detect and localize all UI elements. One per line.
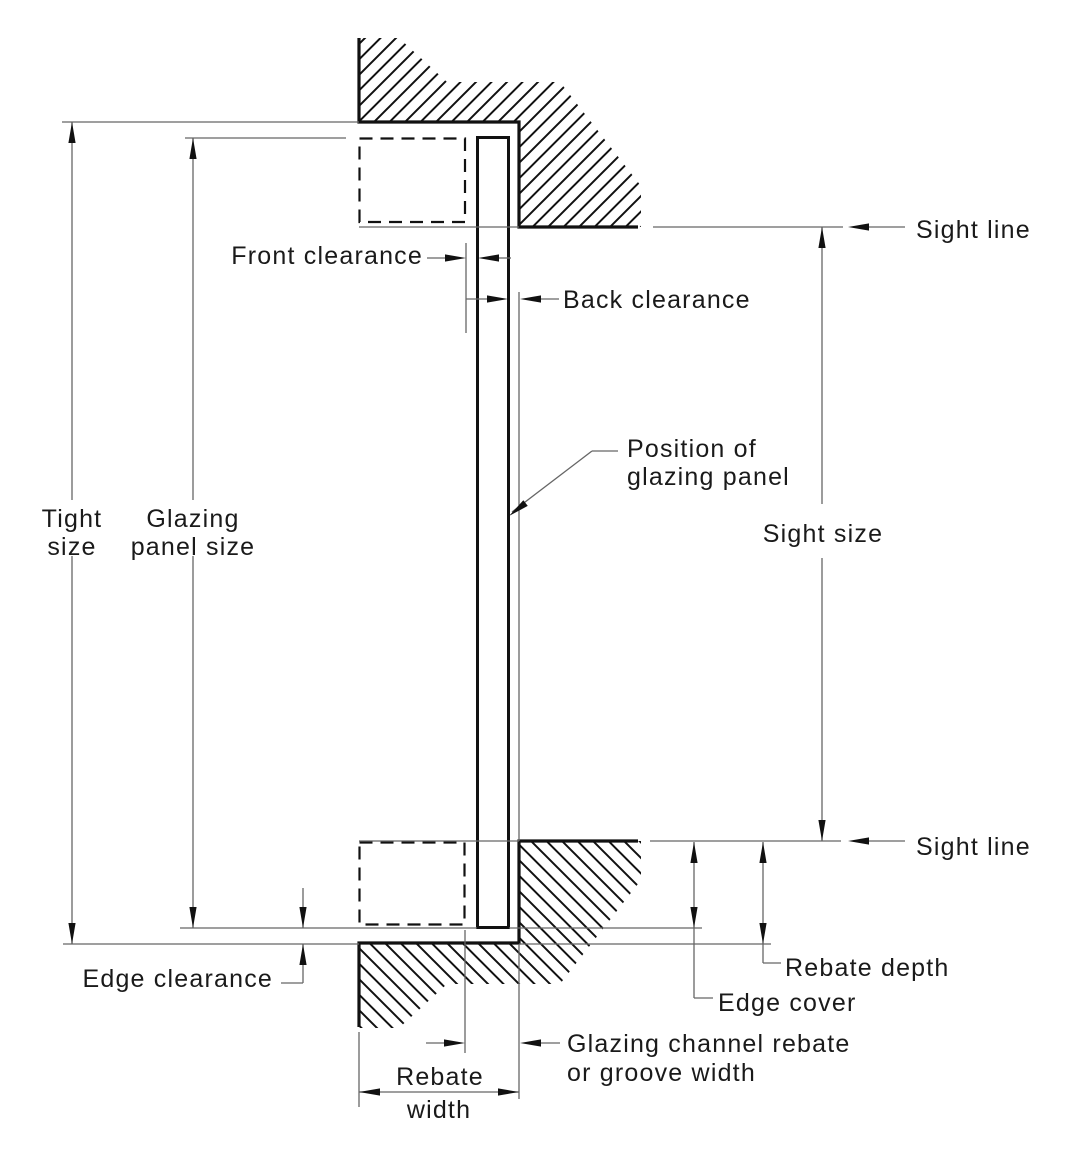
top-frame-profile [357,38,638,229]
extension-lines [62,121,843,1107]
label-front-clearance: Front clearance [231,242,423,270]
label-position-line2: glazing panel [627,463,790,491]
dim-rebate-width [359,1088,519,1096]
label-sight-line-top: Sight line [916,216,1031,244]
dim-glazing-channel-width [426,1039,560,1047]
label-tight-size-line1: Tight [42,505,103,533]
label-position-line1: Position of [627,435,757,463]
leader-sight-line-top [848,223,905,231]
dim-edge-cover [690,842,713,999]
label-sight-line-bottom: Sight line [916,833,1031,861]
label-glazing-channel-line1: Glazing channel rebate [567,1030,851,1058]
dim-glazing-panel-size [189,138,197,928]
label-tight-size-line2: size [47,533,96,561]
frame-sections [357,38,641,1028]
glazing-panel [476,136,510,929]
label-glazing-panel-size-line2: panel size [131,533,256,561]
dim-front-clearance [427,254,511,262]
bottom-frame-profile [357,839,638,1027]
label-sight-size: Sight size [763,520,883,548]
leader-line [511,450,593,513]
label-edge-cover: Edge cover [718,989,856,1017]
dashed-bead-outline-top [358,137,467,224]
labels: Tight size Glazing panel size Sight size… [42,216,1031,1124]
leader-position-of-glazing-panel [506,450,618,519]
label-glazing-panel-size-line1: Glazing [146,505,239,533]
dim-edge-clearance [281,888,307,984]
label-rebate-depth: Rebate depth [785,954,950,982]
dim-back-clearance [466,295,559,303]
dashed-bead-outline-bottom [358,841,466,926]
dim-tight-size [68,122,76,944]
dashed-outlines [358,137,467,926]
dim-sight-size [818,227,826,841]
label-glazing-channel-line2: or groove width [567,1059,756,1087]
label-edge-clearance: Edge clearance [82,965,273,993]
label-back-clearance: Back clearance [563,286,751,314]
label-rebate-width-line1: Rebate [396,1063,484,1091]
label-rebate-width-line2: width [406,1096,471,1124]
top-frame-hatch [359,38,641,227]
bottom-frame-hatch [359,841,641,1028]
dim-rebate-depth [759,842,781,964]
leader-sight-line-bottom [848,837,905,845]
